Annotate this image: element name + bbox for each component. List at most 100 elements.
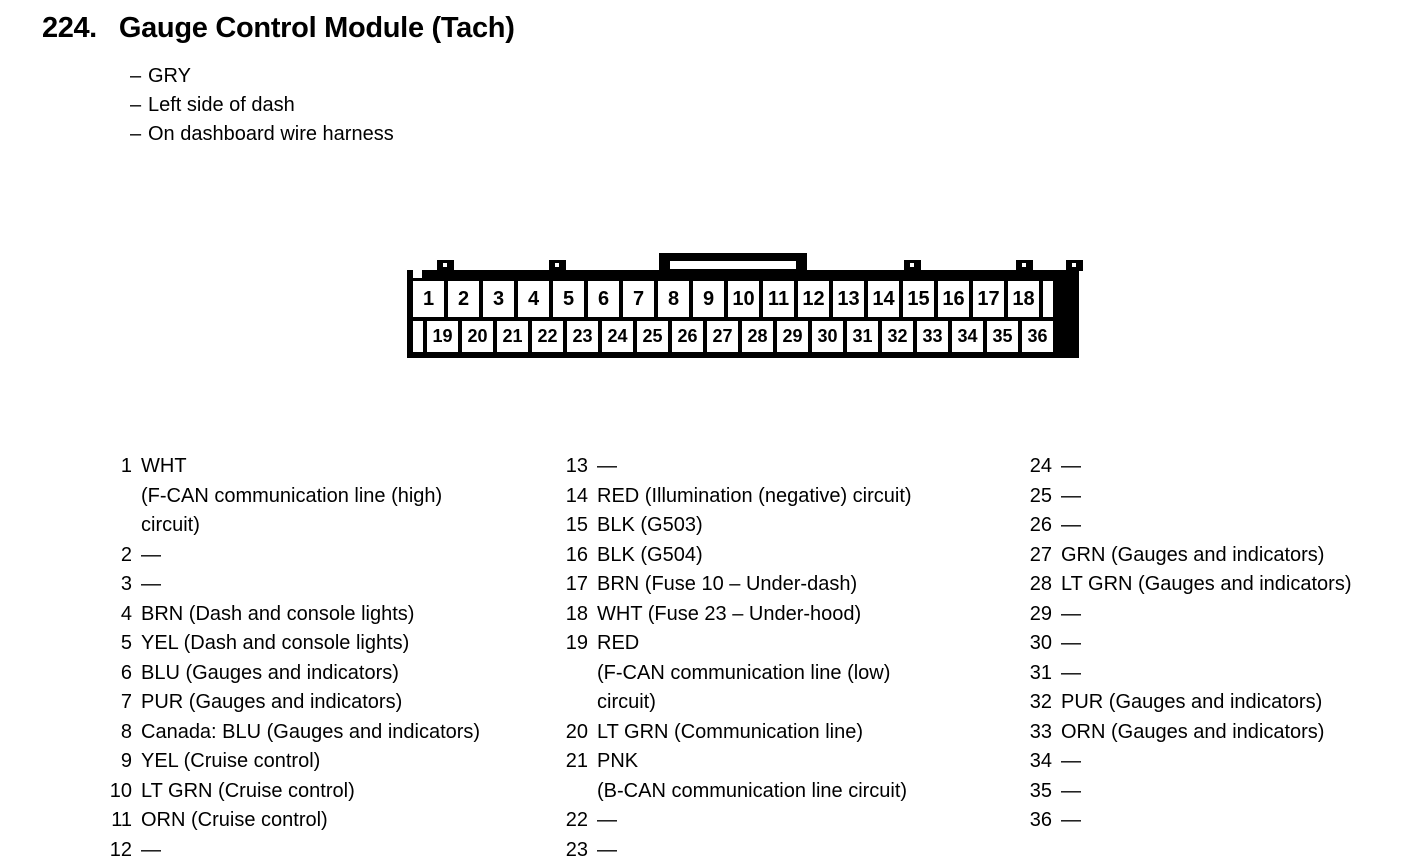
pin-description-line: WHT — [141, 452, 546, 482]
pin-description-line: GRN (Gauges and indicators) — [1061, 541, 1408, 571]
pin-description-line: BLK (G503) — [597, 511, 1012, 541]
pin-description-line: YEL (Cruise control) — [141, 747, 546, 777]
connector-pin-4[interactable]: 4 — [518, 281, 549, 317]
pin-number: 6 — [106, 659, 141, 689]
connector-tab-icon — [549, 260, 566, 271]
pin-number: 25 — [1026, 482, 1061, 512]
connector-pin-23[interactable]: 23 — [567, 321, 598, 352]
pin-number: 8 — [106, 718, 141, 748]
pin-number: 23 — [562, 836, 597, 865]
latch-right-post — [796, 253, 807, 279]
connector-pin-25[interactable]: 25 — [637, 321, 668, 352]
connector-pin-6[interactable]: 6 — [588, 281, 619, 317]
connector-pin-18[interactable]: 18 — [1008, 281, 1039, 317]
pin-description-line: LT GRN (Cruise control) — [141, 777, 546, 807]
connector-pin-33[interactable]: 33 — [917, 321, 948, 352]
title-number: 224. — [42, 12, 97, 45]
pin-number: 13 — [562, 452, 597, 482]
pin-number: 5 — [106, 629, 141, 659]
connector-pin-8[interactable]: 8 — [658, 281, 689, 317]
connector-attributes-list: –GRY–Left side of dash–On dashboard wire… — [130, 62, 394, 149]
connector-attribute: –GRY — [130, 62, 394, 91]
connector-pin-22[interactable]: 22 — [532, 321, 563, 352]
pin-number: 34 — [1026, 747, 1061, 777]
pin-description-line: BRN (Fuse 10 – Under-dash) — [597, 570, 1012, 600]
connector-pin-35[interactable]: 35 — [987, 321, 1018, 352]
connector-latch-icon — [659, 253, 807, 279]
pin-description-line: — — [1061, 452, 1408, 482]
pin-description: — — [597, 806, 1012, 836]
connector-pin-26[interactable]: 26 — [672, 321, 703, 352]
pin-description: — — [1061, 806, 1408, 836]
bullet-dash-icon: – — [130, 62, 148, 91]
pin-number: 30 — [1026, 629, 1061, 659]
pin-description: — — [141, 570, 546, 600]
pin-description-line: (B-CAN communication line circuit) — [597, 777, 1012, 807]
connector-pin-19[interactable]: 19 — [427, 321, 458, 352]
connector-pin-30[interactable]: 30 — [812, 321, 843, 352]
connector-left-notch — [413, 270, 422, 278]
latch-bottom-bar — [670, 269, 796, 276]
connector-pin-11[interactable]: 11 — [763, 281, 794, 317]
pin-description-line: Canada: BLU (Gauges and indicators) — [141, 718, 546, 748]
pin-description-line: (F-CAN communication line (high) — [141, 482, 546, 512]
connector-pin-29[interactable]: 29 — [777, 321, 808, 352]
pin-description-line: ORN (Cruise control) — [141, 806, 546, 836]
pin-description-line: RED (Illumination (negative) circuit) — [597, 482, 1012, 512]
pin-number: 11 — [106, 806, 141, 836]
connector-pin-31[interactable]: 31 — [847, 321, 878, 352]
pin-description: LT GRN (Gauges and indicators) — [1061, 570, 1408, 600]
connector-pin-7[interactable]: 7 — [623, 281, 654, 317]
connector-pin-12[interactable]: 12 — [798, 281, 829, 317]
pin-number: 7 — [106, 688, 141, 718]
pin-description-line: — — [1061, 777, 1408, 807]
page-title: 224. Gauge Control Module (Tach) — [42, 12, 515, 45]
pin-number: 14 — [562, 482, 597, 512]
pin-description: ORN (Gauges and indicators) — [1061, 718, 1408, 748]
pin-description: BLU (Gauges and indicators) — [141, 659, 546, 689]
pin-description: RED (Illumination (negative) circuit) — [597, 482, 1012, 512]
connector-pin-20[interactable]: 20 — [462, 321, 493, 352]
pin-number: 31 — [1026, 659, 1061, 689]
connector-pin-9[interactable]: 9 — [693, 281, 724, 317]
connector-pin-5[interactable]: 5 — [553, 281, 584, 317]
pin-description: — — [1061, 747, 1408, 777]
connector-pin-36[interactable]: 36 — [1022, 321, 1053, 352]
connector-pin-27[interactable]: 27 — [707, 321, 738, 352]
connector-pin-2[interactable]: 2 — [448, 281, 479, 317]
pin-description: — — [141, 541, 546, 571]
pin-entry: 25— — [1026, 482, 1408, 512]
connector-pin-16[interactable]: 16 — [938, 281, 969, 317]
pin-description-line: RED — [597, 629, 1012, 659]
pin-description-line: BLU (Gauges and indicators) — [141, 659, 546, 689]
connector-pin-14[interactable]: 14 — [868, 281, 899, 317]
connector-pin-3[interactable]: 3 — [483, 281, 514, 317]
pin-description-line: circuit) — [141, 511, 546, 541]
connector-pin-21[interactable]: 21 — [497, 321, 528, 352]
connector-pin-34[interactable]: 34 — [952, 321, 983, 352]
pin-entry: 12— — [106, 836, 546, 865]
connector-pin-13[interactable]: 13 — [833, 281, 864, 317]
connector-pin-32[interactable]: 32 — [882, 321, 913, 352]
connector-pin-10[interactable]: 10 — [728, 281, 759, 317]
connector-pin-28[interactable]: 28 — [742, 321, 773, 352]
connector-pin-17[interactable]: 17 — [973, 281, 1004, 317]
connector-pin-15[interactable]: 15 — [903, 281, 934, 317]
pin-description-line: — — [1061, 482, 1408, 512]
connector-pin-24[interactable]: 24 — [602, 321, 633, 352]
pin-description-line: YEL (Dash and console lights) — [141, 629, 546, 659]
pin-number: 19 — [562, 629, 597, 659]
connector-pin-1[interactable]: 1 — [413, 281, 444, 317]
connector-tab-icon — [1016, 260, 1033, 271]
pin-number: 1 — [106, 452, 141, 482]
